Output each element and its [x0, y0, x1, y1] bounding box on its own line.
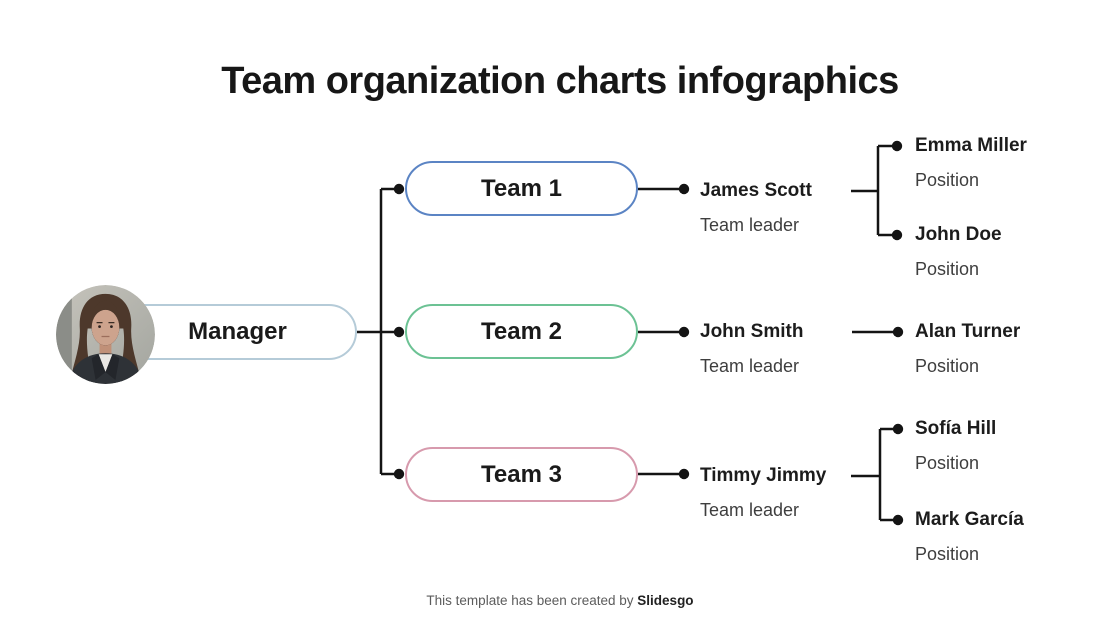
person-name: John Doe — [915, 224, 1002, 245]
person-name: James Scott — [700, 180, 812, 201]
team2-member-1: Alan Turner Position — [915, 321, 1020, 377]
team1-label: Team 1 — [481, 174, 562, 202]
person-role: Position — [915, 453, 980, 473]
person-name: Emma Miller — [915, 135, 1027, 156]
person-role: Position — [915, 259, 980, 279]
person-name: Mark García — [915, 509, 1024, 530]
team2-node: Team 2 — [405, 304, 638, 359]
team1-member-1: Emma Miller Position — [915, 135, 1027, 191]
junction-dot — [892, 514, 904, 526]
person-name: Alan Turner — [915, 321, 1021, 342]
person-name: Timmy Jimmy — [700, 465, 827, 486]
team3-leader: Timmy Jimmy Team leader — [700, 465, 826, 521]
woman-portrait-image — [56, 285, 155, 384]
person-name: John Smith — [700, 321, 804, 342]
person-role: Team leader — [700, 356, 800, 376]
team1-node: Team 1 — [405, 161, 638, 216]
person-role: Position — [915, 544, 980, 564]
manager-avatar — [56, 285, 155, 384]
person-name: Sofía Hill — [915, 418, 997, 439]
junction-dot — [678, 326, 690, 338]
slide-title: Team organization charts infographics — [221, 60, 899, 102]
person-role: Team leader — [700, 215, 800, 235]
team3-node: Team 3 — [405, 447, 638, 502]
footer-brand: Slidesgo — [637, 593, 694, 608]
team2-label: Team 2 — [481, 317, 562, 345]
junction-dot — [891, 140, 903, 152]
junction-dot — [678, 468, 690, 480]
team3-member-2: Mark García Position — [915, 509, 1024, 565]
person-role: Position — [915, 170, 980, 190]
footer-text: This template has been created by — [426, 593, 638, 608]
footer-credit: This template has been created by Slides… — [0, 593, 1120, 608]
manager-label: Manager — [188, 318, 287, 345]
junction-dot — [891, 229, 903, 241]
team3-member-1: Sofía Hill Position — [915, 418, 996, 474]
team1-member-2: John Doe Position — [915, 224, 1002, 280]
junction-dot — [678, 183, 690, 195]
junction-dot — [393, 183, 405, 195]
junction-dot — [892, 326, 904, 338]
person-role: Team leader — [700, 500, 800, 520]
team1-leader: James Scott Team leader — [700, 180, 812, 236]
junction-dot — [892, 423, 904, 435]
team2-leader: John Smith Team leader — [700, 321, 803, 377]
junction-dot — [393, 326, 405, 338]
team3-label: Team 3 — [481, 460, 562, 488]
junction-dot — [393, 468, 405, 480]
person-role: Position — [915, 356, 980, 376]
